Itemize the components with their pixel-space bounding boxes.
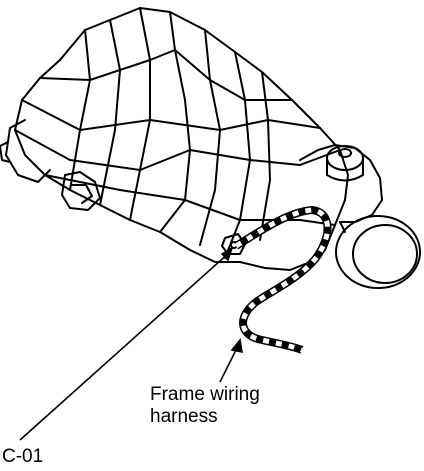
mounting-bracket: [61, 171, 101, 211]
housing-rib: [44, 174, 336, 226]
frame-wiring-harness: [233, 205, 332, 354]
housing-rib: [69, 29, 91, 191]
transmission-housing: [14, 7, 349, 271]
housing-rib: [99, 19, 121, 206]
harness-label-line2: harness: [150, 406, 218, 427]
output-flange: [335, 215, 421, 289]
connector-label: C-01: [2, 446, 44, 467]
harness-label-line1: Frame wiring: [150, 384, 260, 405]
housing-rib: [224, 51, 251, 259]
mounting-bracket: [71, 184, 93, 204]
shift-tower-cap: [338, 148, 352, 158]
housing-rib: [199, 29, 221, 246]
connector-socket: [221, 233, 246, 255]
harness-leader-line: [219, 345, 239, 383]
bellhousing-flange: [5, 119, 51, 183]
connector-leader-arrow: [220, 246, 234, 262]
harness-leader-arrow: [230, 338, 243, 354]
housing-rib: [14, 129, 341, 171]
connector-leader-line: [19, 251, 231, 441]
output-flange: [339, 219, 361, 233]
bellhousing-flange: [0, 141, 11, 163]
housing-rib: [39, 49, 293, 101]
housing-rib: [129, 7, 151, 221]
housing-rib: [21, 99, 321, 131]
output-flange-inner: [352, 224, 418, 284]
housing-rib: [259, 71, 271, 241]
shift-tower-boss: [326, 157, 364, 182]
